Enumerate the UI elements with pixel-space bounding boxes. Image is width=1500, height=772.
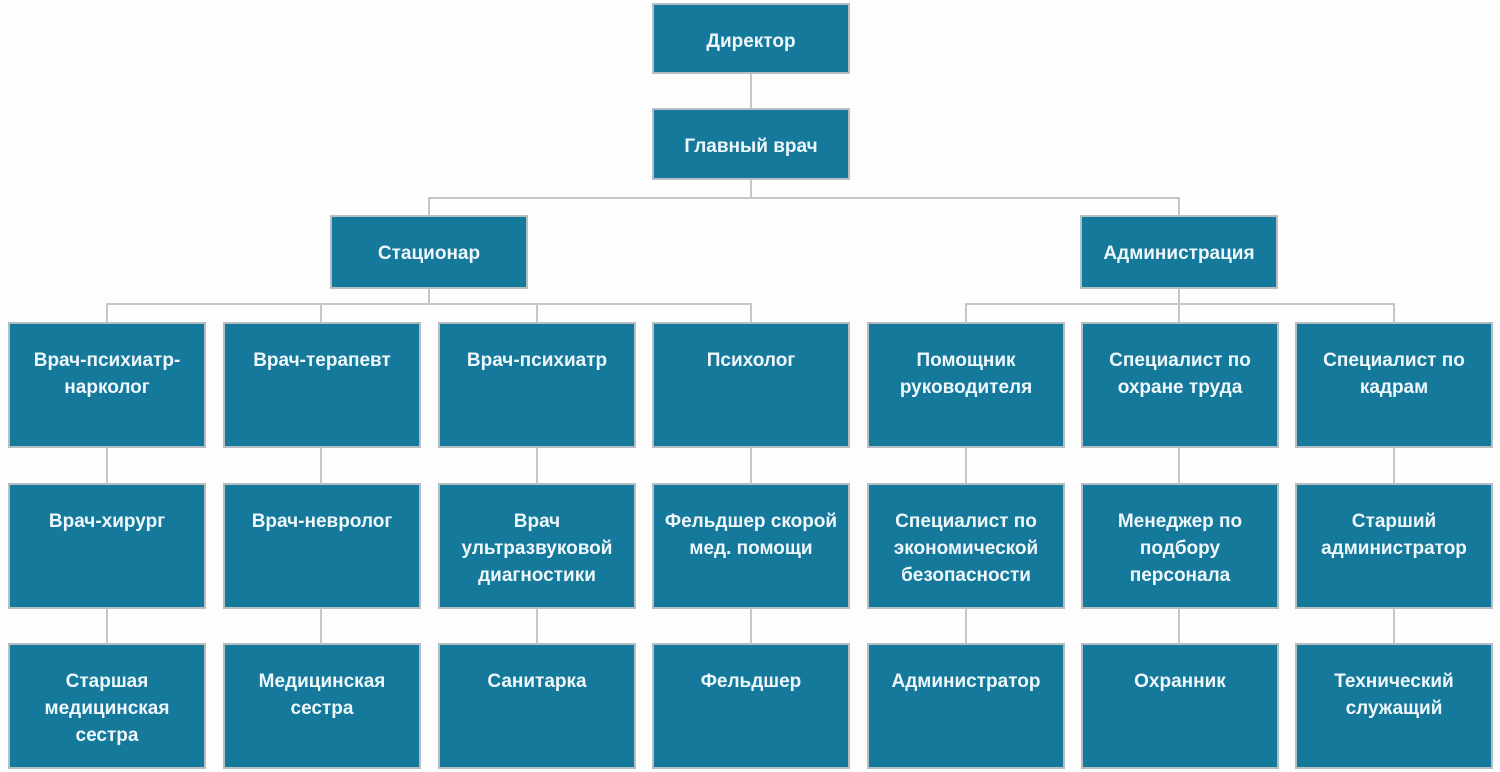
connector-line bbox=[428, 289, 430, 305]
connector-line bbox=[1178, 448, 1180, 483]
node-nurse: Медицинская сестра bbox=[223, 643, 421, 769]
connector-line bbox=[106, 448, 108, 483]
node-emergency-paramedic: Фельдшер скорой мед. помощи bbox=[652, 483, 850, 609]
connector-line bbox=[965, 609, 967, 643]
connector-line bbox=[428, 199, 430, 215]
connector-line bbox=[1178, 305, 1180, 322]
node-ultrasound-doctor: Врач ультразвуковой диагностики bbox=[438, 483, 636, 609]
node-technical-employee: Технический служащий bbox=[1295, 643, 1493, 769]
connector-line bbox=[106, 609, 108, 643]
node-administrator: Администратор bbox=[867, 643, 1065, 769]
node-senior-administrator: Старший администратор bbox=[1295, 483, 1493, 609]
connector-line bbox=[428, 197, 1180, 199]
node-paramedic: Фельдшер bbox=[652, 643, 850, 769]
connector-line bbox=[1178, 609, 1180, 643]
node-security-guard: Охранник bbox=[1081, 643, 1279, 769]
node-orderly: Санитарка bbox=[438, 643, 636, 769]
connector-line bbox=[965, 305, 967, 322]
connector-line bbox=[320, 305, 322, 322]
connector-line bbox=[750, 74, 752, 108]
node-branch-administration: Администрация bbox=[1080, 215, 1278, 289]
connector-line bbox=[536, 305, 538, 322]
connector-line bbox=[1393, 305, 1395, 322]
node-assistant-to-director: Помощник руководителя bbox=[867, 322, 1065, 448]
connector-line bbox=[106, 305, 108, 322]
connector-line bbox=[320, 609, 322, 643]
connector-line bbox=[1178, 199, 1180, 215]
node-therapist: Врач-терапевт bbox=[223, 322, 421, 448]
connector-line bbox=[106, 303, 752, 305]
node-labor-safety-specialist: Специалист по охране труда bbox=[1081, 322, 1279, 448]
connector-line bbox=[965, 303, 1395, 305]
connector-line bbox=[320, 448, 322, 483]
node-chief-physician: Главный врач bbox=[652, 108, 850, 180]
node-psychologist: Психолог bbox=[652, 322, 850, 448]
node-psychiatrist: Врач-психиатр bbox=[438, 322, 636, 448]
connector-line bbox=[1178, 289, 1180, 305]
connector-line bbox=[1393, 448, 1395, 483]
node-branch-inpatient: Стационар bbox=[330, 215, 528, 289]
connector-line bbox=[536, 448, 538, 483]
node-economic-security-specialist: Специалист по экономической безопасности bbox=[867, 483, 1065, 609]
connector-line bbox=[750, 448, 752, 483]
connector-line bbox=[750, 305, 752, 322]
node-director: Директор bbox=[652, 3, 850, 74]
node-recruiting-manager: Менеджер по подбору персонала bbox=[1081, 483, 1279, 609]
connector-line bbox=[750, 180, 752, 199]
node-hr-specialist: Специалист по кадрам bbox=[1295, 322, 1493, 448]
node-neurologist: Врач-невролог bbox=[223, 483, 421, 609]
node-surgeon: Врач-хирург bbox=[8, 483, 206, 609]
connector-line bbox=[536, 609, 538, 643]
connector-line bbox=[1393, 609, 1395, 643]
node-head-nurse: Старшая медицинская сестра bbox=[8, 643, 206, 769]
connector-line bbox=[750, 609, 752, 643]
node-psychiatrist-narcologist: Врач-психиатр-нарколог bbox=[8, 322, 206, 448]
connector-line bbox=[965, 448, 967, 483]
